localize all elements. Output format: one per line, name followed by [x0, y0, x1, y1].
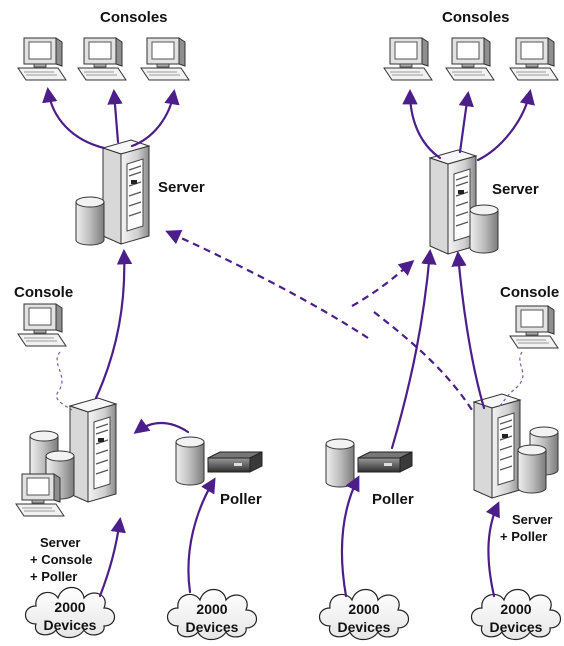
- server-left-label: Server: [158, 179, 205, 196]
- arrow-server-left-to-console-1: [42, 86, 106, 150]
- console-left-2-icon: [77, 37, 127, 81]
- dashed-arrow-to-server-left: [165, 230, 369, 339]
- devices-cloud-1: 2000 Devices: [24, 586, 116, 639]
- combo-right-line2: + Poller: [500, 529, 547, 544]
- dashed-arrow-to-server-right: [351, 259, 415, 307]
- arrow-poller-left-to-combo-left: [133, 418, 190, 434]
- cloud-3-count: 2000: [348, 601, 379, 617]
- console-right-3-icon: [509, 37, 559, 81]
- console-right-2-icon: [445, 37, 495, 81]
- poller-right-icon: [325, 438, 413, 488]
- consoles-left-label: Consoles: [100, 9, 168, 26]
- wavy-link-left: [56, 351, 73, 411]
- combo-right-line1: Server: [512, 512, 552, 527]
- arrow-combo-left-to-server-left: [94, 248, 133, 400]
- combo-server-left-icon: [15, 397, 117, 517]
- combo-left-line2: + Console: [30, 552, 93, 567]
- devices-cloud-3: 2000 Devices: [318, 588, 410, 641]
- dashed-link-right-lower: [373, 311, 473, 411]
- arrow-combo-right-to-server-right: [451, 250, 486, 410]
- arrow-cloud-2-to-poller-left: [187, 477, 216, 594]
- console-wireless-links: [56, 351, 524, 411]
- combo-left-line1: Server: [40, 535, 80, 550]
- console-right-1-icon: [383, 37, 433, 81]
- combo-left-line3: + Poller: [30, 569, 77, 584]
- poller-left-label: Poller: [220, 491, 262, 508]
- cloud-2-label: Devices: [186, 619, 239, 635]
- arrow-cloud-3-to-poller-right: [340, 475, 360, 598]
- console-left-3-icon: [140, 37, 190, 81]
- arrow-server-left-to-console-3: [130, 88, 180, 148]
- console-left-1-icon: [17, 37, 67, 81]
- arrow-cloud-1-to-combo-left: [98, 516, 126, 598]
- connection-arrows: [42, 86, 535, 598]
- combo-server-right-icon: [473, 393, 559, 499]
- arrow-poller-right-to-server-right: [390, 248, 437, 450]
- poller-left-icon: [175, 436, 263, 486]
- cloud-2-count: 2000: [196, 601, 227, 617]
- console-right-label: Console: [500, 284, 559, 301]
- console-right-single-icon: [509, 305, 559, 349]
- arrow-server-right-to-console-1: [402, 88, 442, 160]
- cloud-1-count: 2000: [54, 599, 85, 615]
- server-left-icon: [75, 139, 150, 246]
- devices-cloud-2: 2000 Devices: [166, 588, 258, 641]
- cloud-1-label: Devices: [44, 617, 97, 633]
- server-right-label: Server: [492, 181, 539, 198]
- arrow-server-left-to-console-2: [107, 88, 123, 144]
- server-right-icon: [429, 149, 499, 255]
- arrow-server-right-to-console-2: [458, 90, 474, 154]
- cloud-3-label: Devices: [338, 619, 391, 635]
- devices-cloud-4: 2000 Devices: [470, 588, 562, 641]
- console-left-label: Console: [14, 284, 73, 301]
- cloud-4-label: Devices: [490, 619, 543, 635]
- arrow-server-right-to-console-3: [476, 88, 535, 162]
- cloud-4-count: 2000: [500, 601, 531, 617]
- console-left-single-icon: [17, 303, 67, 347]
- dashed-server-link: [165, 230, 473, 411]
- poller-right-label: Poller: [372, 491, 414, 508]
- consoles-right-label: Consoles: [442, 9, 510, 26]
- arrow-cloud-4-to-combo-right: [485, 501, 500, 598]
- wavy-link-right: [497, 351, 524, 409]
